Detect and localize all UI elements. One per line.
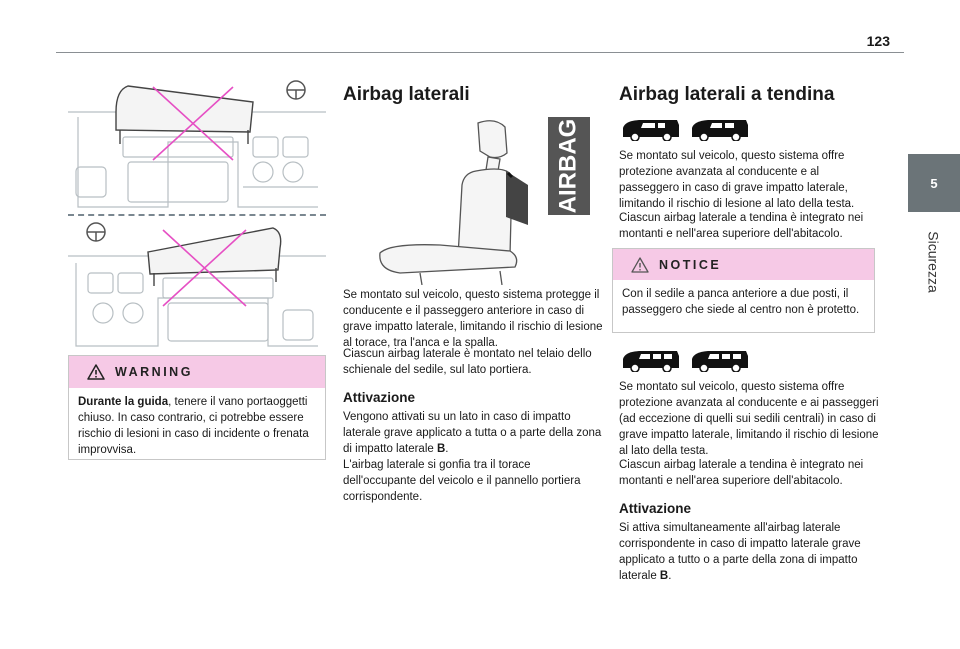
chapter-number: 5 [908, 154, 960, 212]
van-icon [623, 351, 679, 372]
warning-triangle-icon [87, 364, 105, 380]
curtain-airbags-paragraph-4: Ciascun airbag laterale a tendina è inte… [619, 459, 864, 487]
warning-text: Durante la guida, tenere il vano portaog… [69, 388, 325, 464]
glovebox-lid [115, 85, 254, 133]
separator-dashed [68, 214, 326, 216]
notice-title: NOTICE [659, 257, 722, 272]
notice-box: NOTICE Con il sedile a panca anteriore a… [612, 248, 875, 333]
curtain-airbags-title: Airbag laterali a tendina [619, 84, 835, 105]
side-airbags-activation-1: Vengono attivati su un lato in caso di i… [343, 411, 602, 455]
curtain-airbags-activation-text: Si attiva simultaneamente all'airbag lat… [619, 522, 861, 582]
prohibited-cross [162, 229, 247, 307]
chapter-title: Sicurezza [926, 231, 942, 293]
side-airbags-paragraph-2: Ciascun airbag laterale è montato nel te… [343, 348, 592, 376]
side-airbags-activation-2: L'airbag laterale si gonfia tra il torac… [343, 459, 581, 503]
van-icon [623, 120, 679, 141]
curtain-airbags-paragraph-2: Ciascun airbag laterale a tendina è inte… [619, 212, 864, 240]
steering-wheel-icon [86, 222, 106, 242]
warning-body-text: , tenere il vano portaoggetti chiuso. In… [78, 396, 309, 456]
glovebox-open-lhd-illustration [68, 80, 326, 208]
warning-box: WARNING Durante la guida, tenere il vano… [68, 355, 326, 460]
chapter-tab: 5 Sicurezza [908, 154, 960, 312]
glovebox-open-rhd-illustration [68, 222, 326, 347]
page-number: 123 [866, 33, 890, 49]
header-divider [56, 52, 904, 53]
notice-triangle-icon [631, 256, 649, 273]
steering-wheel-icon [286, 80, 306, 100]
airbag-label-background [548, 117, 590, 215]
notice-header: NOTICE [613, 249, 874, 280]
curtain-airbags-paragraph-1: Se montato sul veicolo, questo sistema o… [619, 150, 855, 210]
prohibited-cross [152, 86, 234, 161]
warning-title: WARNING [115, 365, 193, 379]
van-icon [692, 351, 748, 372]
glovebox-lid [147, 227, 282, 275]
airbag-label: AIRBAG [554, 119, 581, 214]
curtain-airbags-paragraph-3: Se montato sul veicolo, questo sistema o… [619, 381, 879, 457]
warning-bold-lead: Durante la guida [78, 396, 169, 408]
side-airbags-activation-title: Attivazione [343, 390, 416, 405]
side-airbags-paragraph-1: Se montato sul veicolo, questo sistema p… [343, 289, 603, 349]
curtain-airbags-activation-title: Attivazione [619, 501, 692, 516]
notice-text: Con il sedile a panca anteriore a due po… [622, 288, 860, 316]
side-airbag-seat-illustration: AIRBAG [379, 117, 590, 285]
side-airbags-title: Airbag laterali [343, 84, 470, 105]
warning-header: WARNING [69, 356, 325, 388]
van-icon [692, 120, 748, 141]
